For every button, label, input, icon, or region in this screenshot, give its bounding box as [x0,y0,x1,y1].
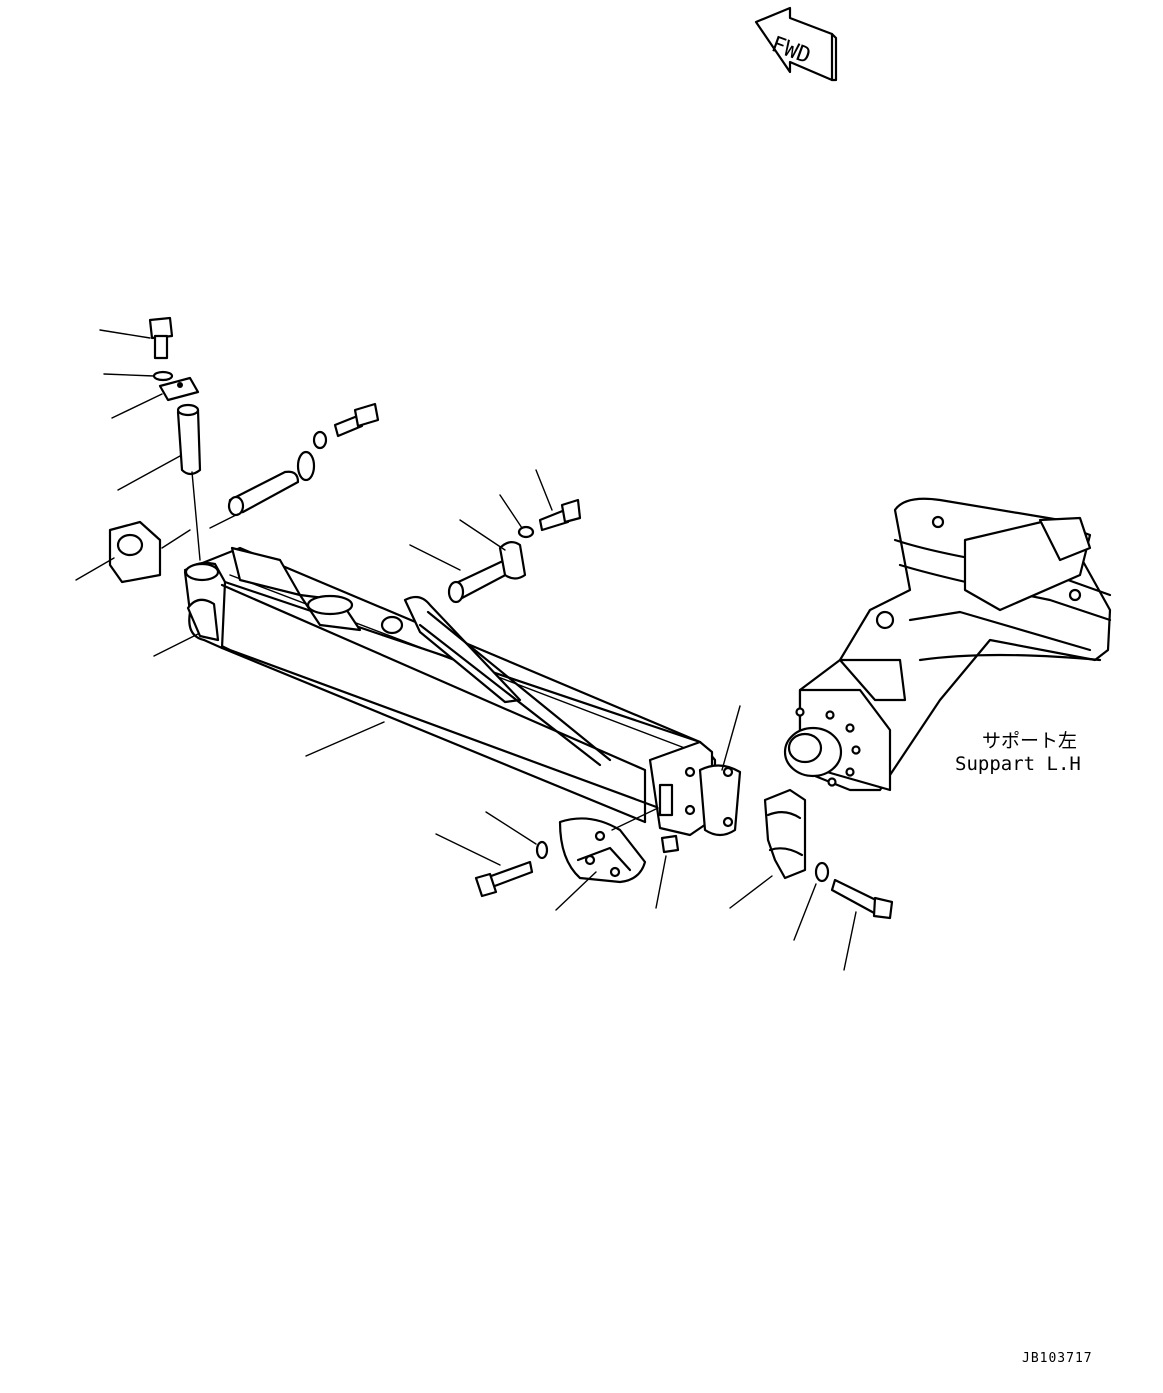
bearing-cap-left [558,817,647,884]
support-lh [783,497,1112,792]
support-label-en: Suppart L.H [955,753,1081,775]
fwd-arrow-icon: FWD [754,6,838,82]
support-label-jp: サポート左 [982,730,1077,752]
drawing-code: JB103717 [1022,1351,1093,1366]
upper-right-pin-assembly [447,498,582,604]
mid-pin-assembly [209,402,380,529]
bearing-cap-right [763,788,807,880]
lower-right-bolt [814,861,894,920]
upper-pin-assembly [148,316,202,561]
swing-arm-frame [183,546,742,837]
lower-left-bolt [474,834,680,898]
collar-block [108,520,191,584]
leader-lines [75,329,857,971]
